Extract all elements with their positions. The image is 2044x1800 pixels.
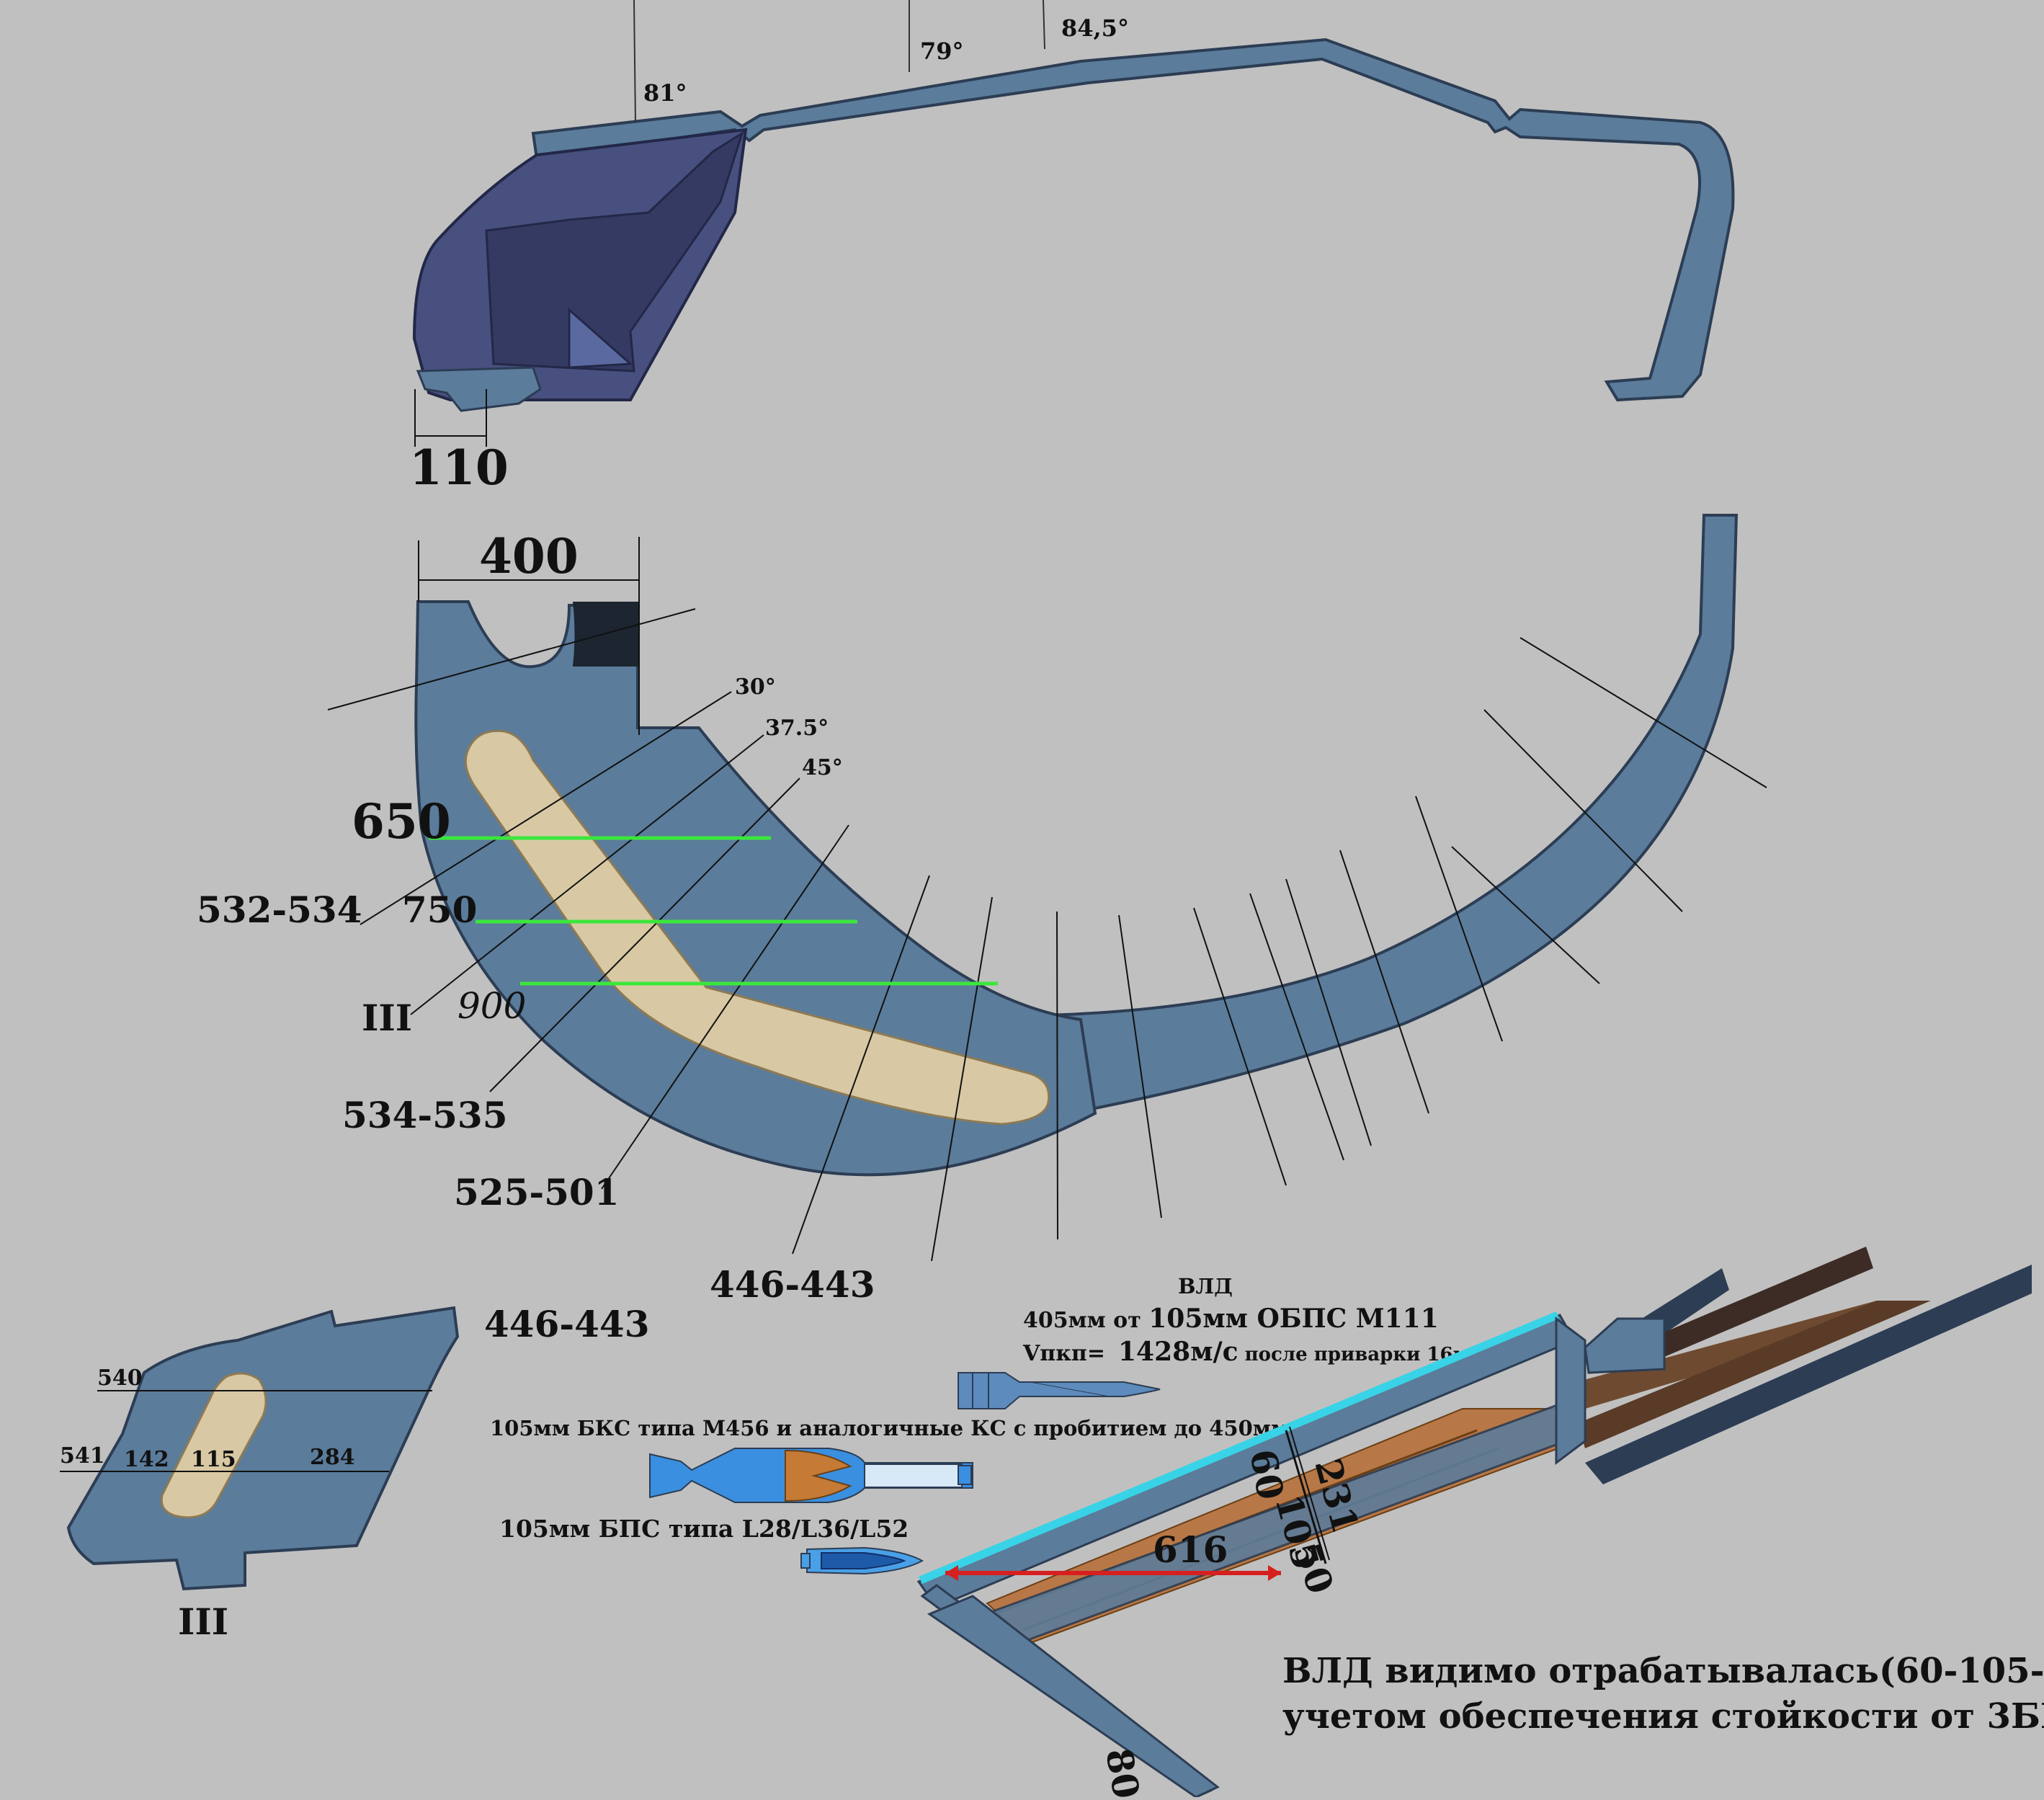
vld-title: ВЛД [1178,1274,1233,1298]
section-III: 446-443 III 540 541 142 115 284 [60,1303,650,1643]
dim-541: 541 [60,1443,105,1469]
apds-label: 105мм БПС типа L28/L36/L52 [499,1515,909,1543]
turret-cheek-inner [485,130,744,373]
turret-roof-strip [531,37,1735,402]
conclusion-line-1: ВЛД видимо отрабатывалась(60-105-50) с [1282,1651,2044,1691]
heat-label: 105мм БКС типа М456 и аналогичные КС с п… [490,1416,1289,1440]
section-III-title: 446-443 [484,1303,650,1345]
mantlet-dark-block [573,602,640,667]
dim-142: 142 [124,1447,169,1472]
apds-l28-icon [800,1546,924,1575]
plane-angle-37-5: 37.5° [765,716,829,741]
zone-III: III [362,997,412,1039]
vld-line1: 405мм от 105мм ОБПС М111 [1023,1304,1439,1334]
plane-angle-30: 30° [735,674,776,700]
thickness-110: 110 [409,440,509,496]
sight-750: 750 [402,888,477,931]
section-III-plate [66,1306,460,1591]
sight-650: 650 [352,793,451,850]
angle-79: 79° [920,37,964,65]
glacis-cyan-edge [919,1311,1559,1584]
zone-534-535: 534-535 [342,1094,508,1136]
heat-m456-icon [649,1448,973,1503]
angle-84-5: 84,5° [1061,14,1129,42]
glacis-plate: 60 105 50 231 616 80 [916,1247,2032,1800]
conclusion-line-2: учетом обеспечения стойкости от 3БМ22 [1282,1696,2044,1737]
dim-115: 115 [191,1447,236,1472]
turret-cheek-foot [416,366,542,412]
turret-front-section [414,600,1097,1177]
munitions: ВЛД 405мм от 105мм ОБПС М111 Vпкп=1428м/… [490,1274,1486,1575]
zone-446-443: 446-443 [710,1263,875,1306]
section-III-caption: III [178,1600,228,1643]
turret-cheek-wedge [568,307,633,369]
plane-angle-45: 45° [802,755,843,780]
apfsds-m111-icon [958,1372,1161,1409]
glacis-dim-616: 616 [1153,1528,1228,1571]
section-III-filler [160,1372,267,1519]
glacis-dim-80: 80 [1097,1745,1148,1797]
turret-ring-arc [992,514,1739,1126]
dim-284: 284 [310,1445,355,1470]
conclusion: ВЛД видимо отрабатывалась(60-105-50) с у… [1282,1651,2044,1737]
vld-line2: Vпкп=1428м/с после приварки 16мм [1022,1337,1486,1367]
zone-525-501: 525-501 [454,1171,620,1213]
glacis-dim-60: 60 [1241,1446,1292,1503]
turret-top-view: 81° 79° 84,5° 110 [409,0,1735,496]
filler-insert [464,729,1050,1126]
width-400: 400 [479,528,579,584]
angle-81: 81° [643,79,687,107]
glacis-lower-plate [927,1595,1220,1799]
dim-540: 540 [97,1365,143,1391]
turret-section: 400 30° 37.5° 45° 650 750 900 532-534 II… [197,514,1767,1306]
zone-532-534: 532-534 [197,888,362,931]
sight-900: 900 [458,985,526,1027]
